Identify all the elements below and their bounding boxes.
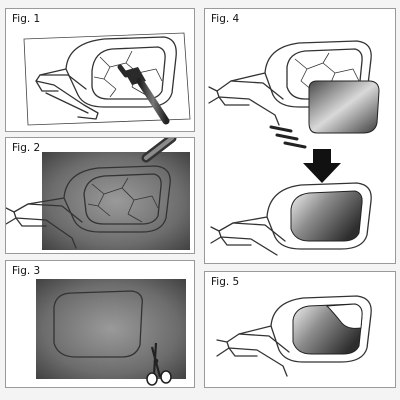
down-arrow-icon	[303, 149, 341, 183]
cut-mirror-outline	[53, 290, 143, 358]
figure-5-panel: Fig. 5	[204, 271, 396, 388]
mirror-housing	[270, 295, 372, 363]
replacement-glass	[308, 80, 380, 134]
protective-film-rectangle	[36, 279, 186, 379]
mirror-arm	[216, 72, 280, 126]
scissors-icon	[146, 342, 172, 386]
motion-lines	[269, 125, 307, 149]
new-mirror-glass	[290, 190, 363, 242]
figure-3-label: Fig. 3	[12, 265, 41, 277]
figure-4-label: Fig. 4	[211, 13, 240, 25]
figure-2-label: Fig. 2	[12, 142, 41, 154]
figure-3-panel: Fig. 3	[5, 260, 195, 388]
peeling-film-corner	[325, 303, 363, 329]
applicator-brush-icon	[141, 138, 177, 163]
figure-4-panel: Fig. 4	[204, 8, 396, 264]
figure-1-panel: Fig. 1	[5, 8, 195, 132]
figure-1-illustration	[23, 32, 191, 126]
figure-2-panel: Fig. 2	[5, 137, 195, 254]
mirror-housing	[63, 165, 171, 233]
figure-5-illustration	[216, 295, 372, 377]
mirror-arm	[35, 68, 99, 120]
figure-5-label: Fig. 5	[211, 276, 240, 288]
figure-2-illustration	[6, 138, 190, 250]
figure-3-illustration	[36, 279, 186, 386]
mirror-housing	[65, 36, 177, 108]
mirror-arm	[226, 325, 288, 377]
broken-mirror-glass	[83, 173, 162, 225]
figure-1-label: Fig. 1	[12, 13, 41, 25]
mirror-arm-bottom	[218, 216, 278, 256]
hammer-icon	[117, 64, 170, 125]
mirror-housing-bottom	[266, 182, 372, 250]
broken-mirror-glass	[91, 46, 166, 100]
figure-4-illustration	[208, 40, 380, 256]
protective-film-sheet	[23, 32, 191, 126]
